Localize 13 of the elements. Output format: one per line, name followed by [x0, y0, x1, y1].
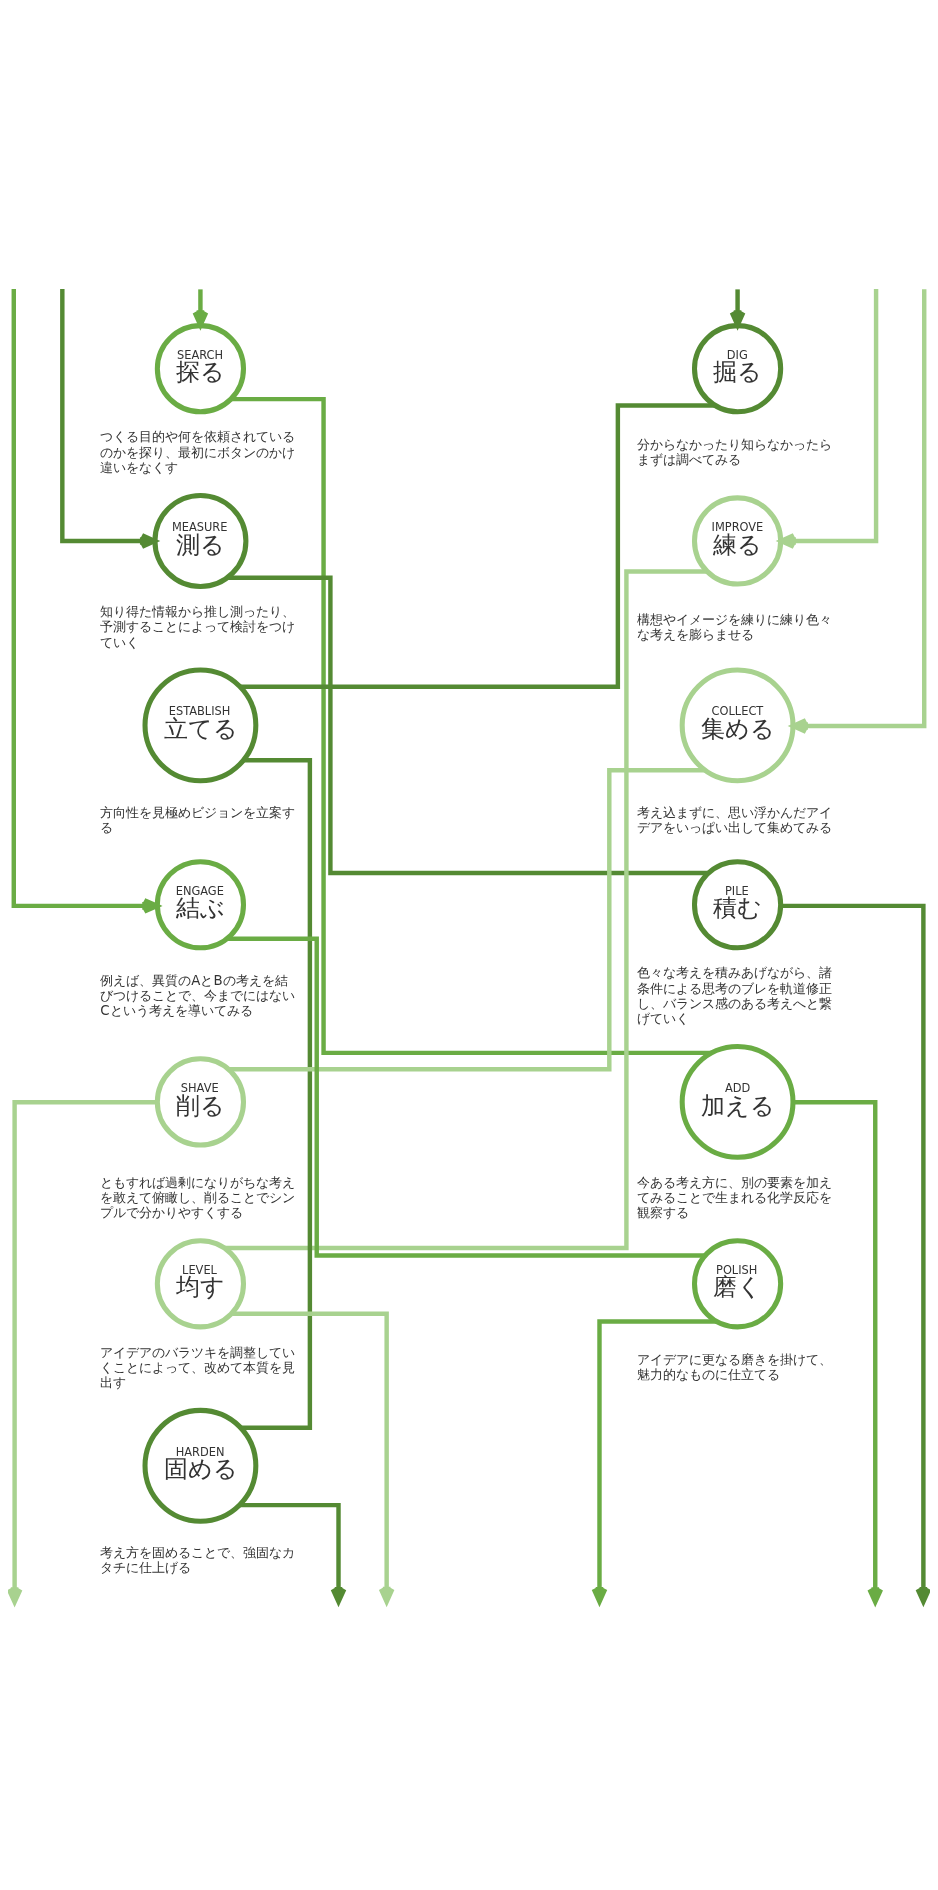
- node-label: アイデアに更なる磨きを掛けて、魅力的なものに仕立てる: [637, 1351, 833, 1382]
- node-label: ともすれば過剰になりがちな考えを敢えて俯瞰し、削ることでシンプルで分かりやすくする: [100, 1174, 296, 1220]
- node-label: 例えば、異質のAとBの考えを結びつけることで、今までにはないCという考えを導いてみる: [100, 972, 296, 1018]
- node-label: つくる目的や何を依頼されているのかを探り、最初にボタンのかけ違いをなくす: [100, 428, 296, 475]
- node-label: 構想やイメージを練りに練り色々な考えを膨らませる: [637, 611, 833, 642]
- node-label: 考え込まずに、思い浮かんだアイデアをいっぱい出して集めてみる: [637, 804, 833, 835]
- node-label: アイデアのバラツキを調整していくことによって、改めて本質を見出す: [100, 1344, 296, 1390]
- node-label: 分からなかったり知らなかったらまずは調べてみる: [637, 436, 833, 467]
- node-label: 方向性を見極めビジョンを立案する: [100, 804, 296, 835]
- node-label: 考え方を固めることで、強固なカタチに仕上げる: [100, 1544, 296, 1575]
- node-label: 今ある考え方に、別の要素を加えてみることで生まれる化学反応を観察する: [637, 1174, 833, 1220]
- node-label: 色々な考えを積みあげながら、諸条件による思考のブレを軌道修正し、バランス感のある考えへと繋げていく: [637, 964, 833, 1026]
- node-label: 知り得た情報から推し測ったり、予測することによって検討をつけていく: [100, 603, 296, 650]
